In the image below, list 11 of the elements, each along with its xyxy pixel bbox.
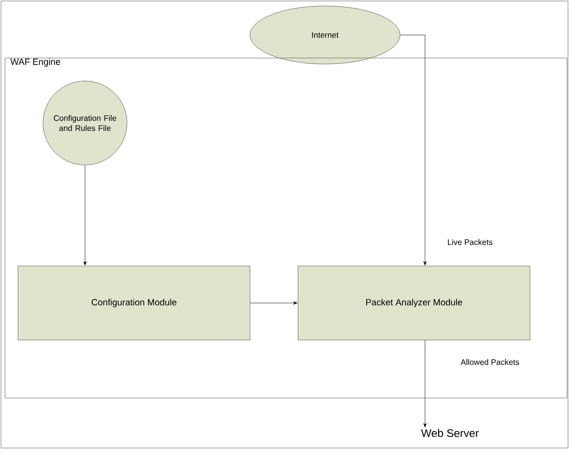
ellipse-node: Internet	[250, 6, 400, 64]
node-text: Web Server	[421, 428, 479, 438]
process-box: Packet Analyzer Module	[298, 266, 530, 340]
arrow	[423, 340, 427, 428]
process-box: Configuration Module	[18, 266, 250, 340]
circle-node: Configuration File and Rules File	[42, 80, 128, 166]
arrow	[83, 165, 87, 266]
arrow	[250, 301, 298, 305]
arrow	[400, 34, 427, 266]
edge-label: Live Packets	[446, 238, 494, 246]
edge-label: Allowed Packets	[460, 358, 520, 366]
